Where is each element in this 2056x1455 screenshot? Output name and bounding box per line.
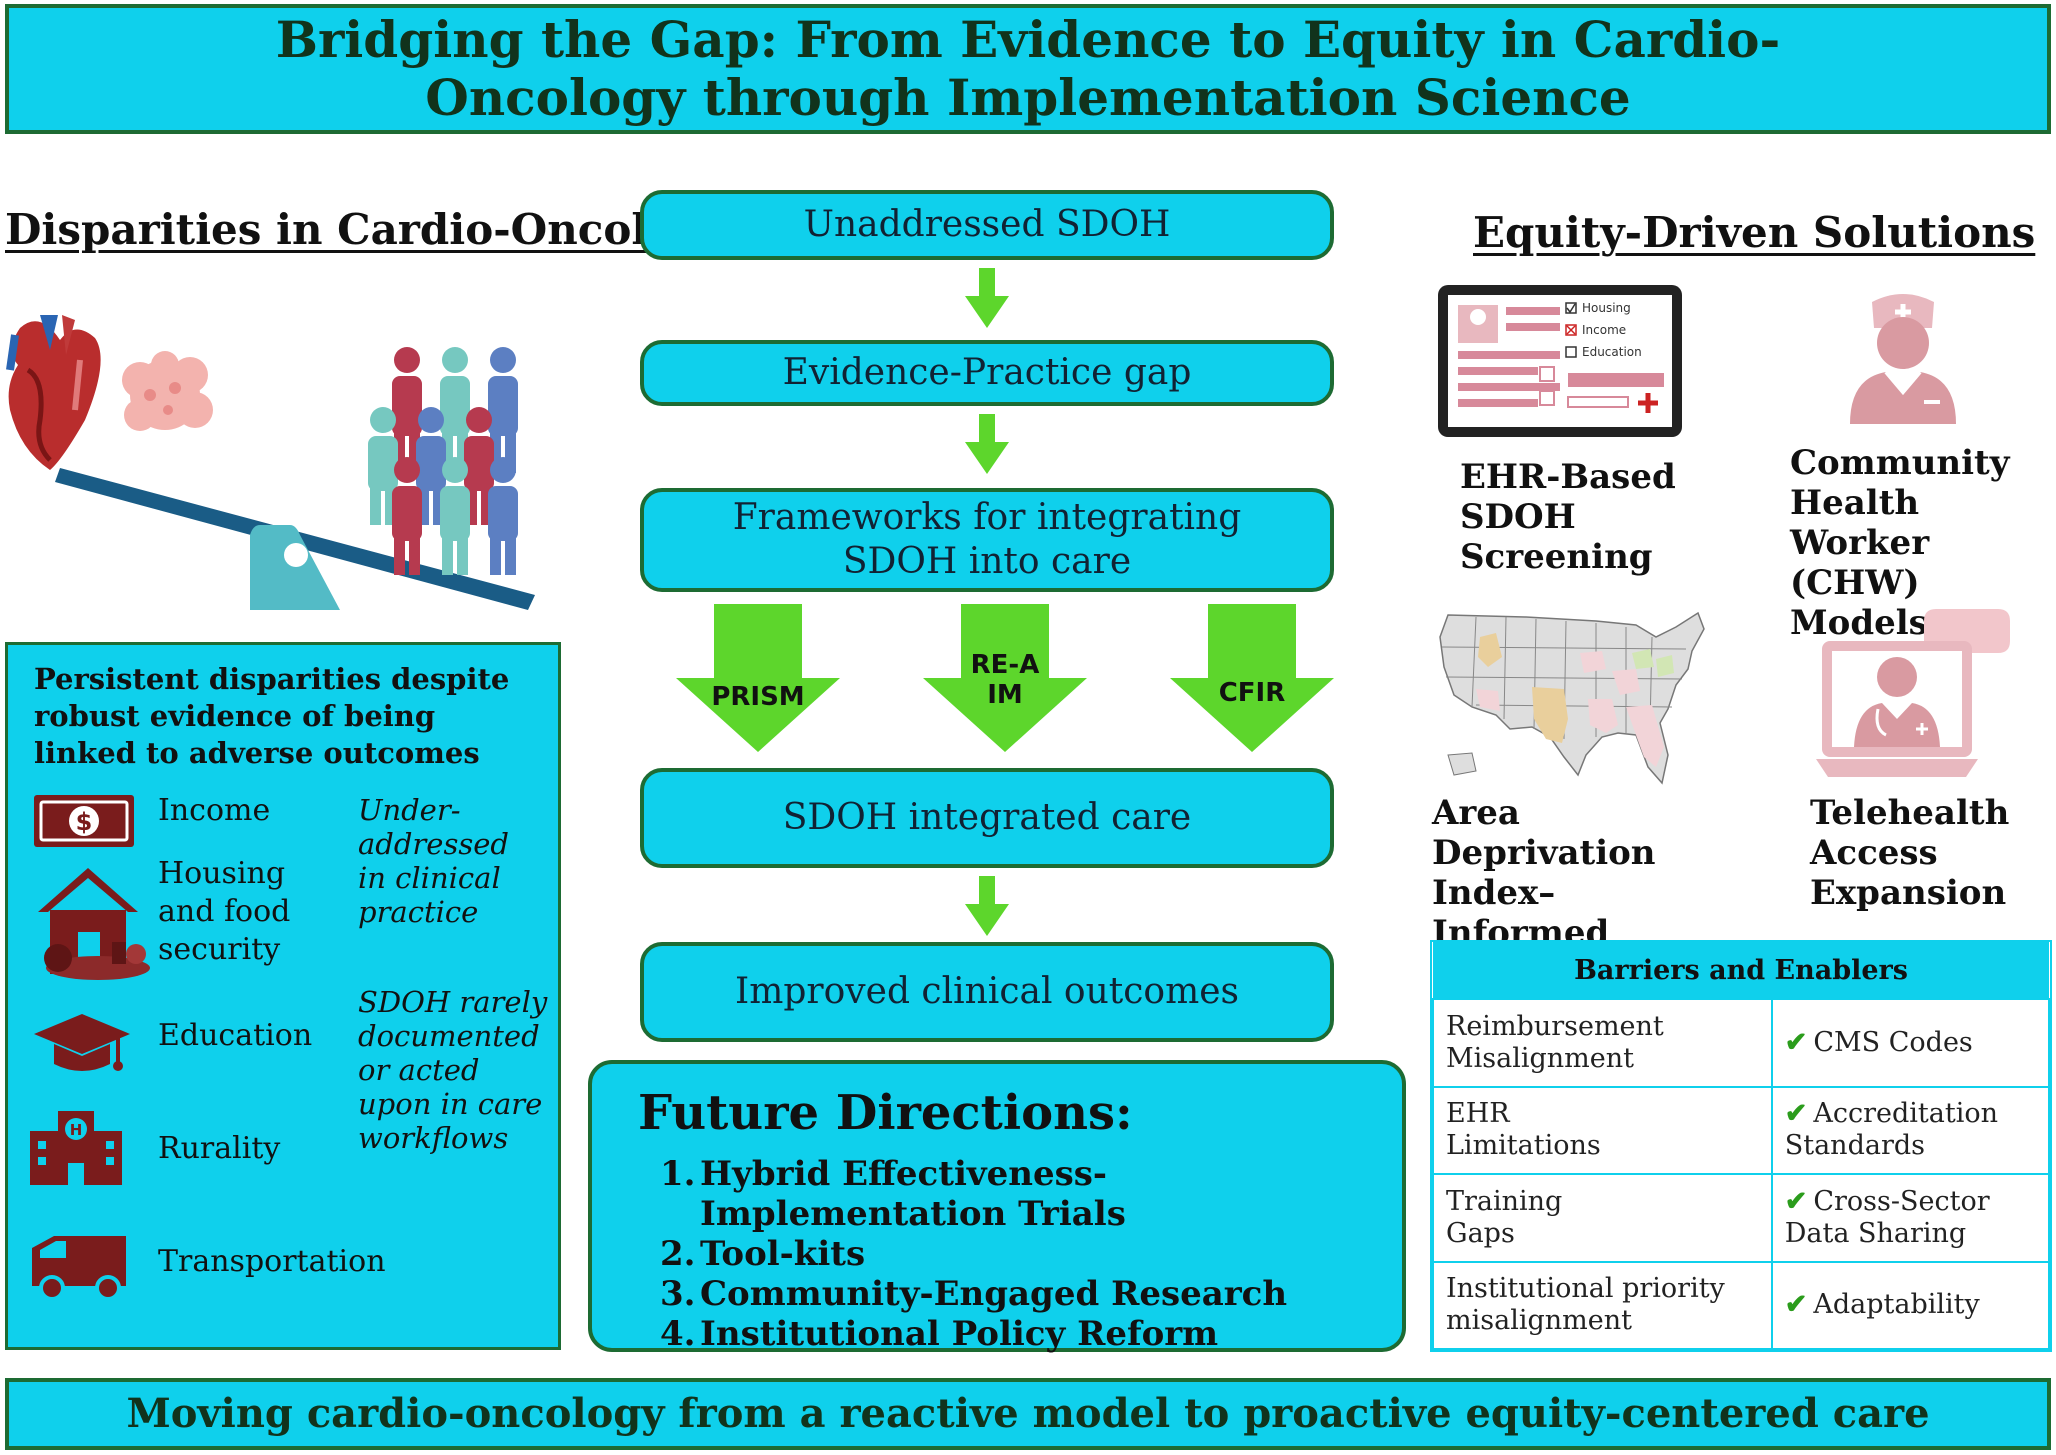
page-title: Bridging the Gap: From Evidence to Equit… [275,10,1781,127]
solution-chw-models: Community Health Worker (CHW) Models [1790,443,2010,643]
framework-label-re-aim: RE-AIM [970,650,1040,710]
ehr-check-income: Income [1582,323,1626,337]
solutions-title: Equity-Driven Solutions [1473,208,2036,257]
future-item: 1.Hybrid Effectiveness-Implementation Tr… [660,1154,1126,1234]
solution-ehr-screening: EHR-Based SDOH Screening [1460,457,1676,577]
barrier-cell: Training Gaps [1432,1173,1773,1263]
framework-arrow-prism [676,604,840,752]
factor-label-education: Education [158,1018,313,1053]
hospital-icon: H [30,1111,122,1185]
telehealth-icon [1816,609,2010,777]
future-list: 1.Hybrid Effectiveness-Implementation Tr… [660,1154,1380,1354]
table-row: EHR Limitations ✔Accreditation Standards [1432,1085,2051,1175]
note-under-addressed: Under-addressed in clinical practice [358,793,509,929]
ehr-check-education: Education [1582,345,1642,359]
solution-telehealth: Telehealth Access Expansion [1810,793,2010,913]
table-title: Barriers and Enablers [1433,942,2049,999]
framework-arrow-re-aim [923,604,1087,752]
check-icon: ✔ [1784,1026,1808,1058]
step-evidence-practice-gap: Evidence-Practice gap [640,340,1334,406]
check-icon: ✔ [1784,1289,1808,1321]
framework-label-cfir: CFIR [1218,678,1286,708]
barriers-enablers-table: Barriers and Enablers Reimbursement Misa… [1430,940,2052,1352]
heart-icon [6,315,101,470]
dollar-bill-icon: $ [34,795,134,847]
factor-label-housing: Housing and food security [158,856,291,967]
svg-text:H: H [70,1121,83,1139]
check-icon: ✔ [1784,1185,1808,1217]
framework-arrow-cfir [1170,604,1334,752]
future-directions-title: Future Directions: [638,1085,1133,1141]
title-banner: Bridging the Gap: From Evidence to Equit… [5,4,2051,134]
barrier-cell: EHR Limitations [1432,1085,1773,1175]
barrier-cell: Reimbursement Misalignment [1432,998,1773,1088]
house-icon [38,868,150,980]
framework-label-prism: PRISM [711,682,805,712]
disparity-illustration [6,315,535,610]
factor-label-rurality: Rurality [158,1131,281,1166]
step-improved-outcomes: Improved clinical outcomes [640,942,1334,1042]
table-row: Training Gaps ✔Cross-Sector Data Sharing [1432,1173,2051,1263]
tumor-icon [122,351,213,431]
future-item: 2.Tool-kits [660,1234,866,1274]
svg-text:$: $ [76,808,93,836]
footer-text: Moving cardio-oncology from a reactive m… [126,1390,1930,1437]
disparities-box: Persistent disparities despite robust ev… [5,642,561,1350]
future-item: 3.Community-Engaged Research [660,1274,1288,1314]
enabler-cell: ✔Cross-Sector Data Sharing [1770,1173,2051,1263]
disparities-heading: Persistent disparities despite robust ev… [34,662,510,770]
enabler-cell: ✔Adaptability [1770,1260,2051,1350]
table-row: Institutional priority misalignment ✔Ada… [1432,1260,2051,1350]
us-map-icon [1439,611,1705,785]
barrier-cell: Institutional priority misalignment [1432,1260,1773,1350]
arrow-down-icon [965,414,1009,474]
arrow-down-icon [965,268,1009,328]
enabler-cell: ✔Accreditation Standards [1770,1085,2051,1175]
footer-banner: Moving cardio-oncology from a reactive m… [5,1378,2051,1450]
disparities-title: Disparities in Cardio-Oncology [5,205,730,254]
arrow-down-icon [965,876,1009,936]
step-sdoh-integrated-care: SDOH integrated care [640,768,1334,868]
ehr-check-housing: Housing [1582,301,1631,315]
people-icon [368,347,518,575]
graduation-cap-icon [34,1014,130,1071]
future-directions-box: Future Directions: 1.Hybrid Effectivenes… [588,1060,1406,1354]
ehr-screen-icon: Housing Income Education [1438,285,1682,437]
step-frameworks: Frameworks for integrating SDOH into car… [640,488,1334,592]
health-worker-icon [1850,294,1956,424]
check-icon: ✔ [1784,1098,1808,1130]
factor-label-income: Income [158,793,271,828]
step-unaddressed-sdoh: Unaddressed SDOH [640,190,1334,260]
van-icon [32,1236,126,1301]
table-row: Reimbursement Misalignment ✔CMS Codes [1432,998,2051,1088]
note-rarely-documented: SDOH rarely documented or acted upon in … [358,985,548,1155]
factor-label-transportation: Transportation [158,1244,386,1279]
enabler-cell: ✔CMS Codes [1770,998,2051,1088]
future-item: 4.Institutional Policy Reform [660,1314,1219,1354]
